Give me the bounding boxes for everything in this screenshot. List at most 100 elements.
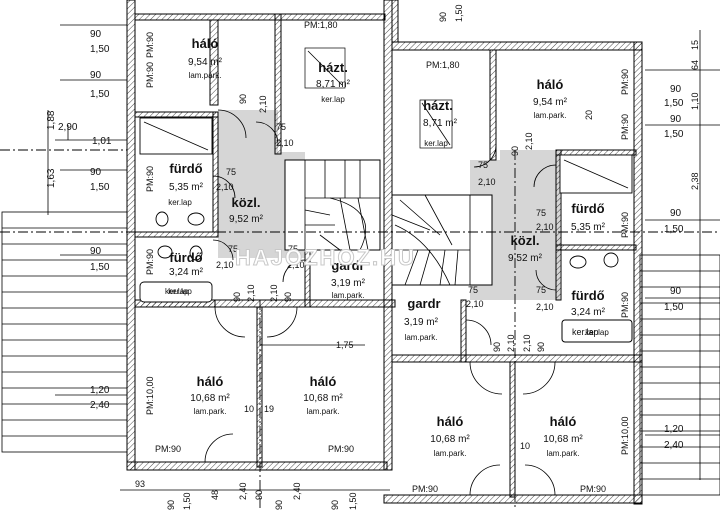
dim-text: 90	[670, 208, 682, 219]
dim-text: 2,10	[466, 299, 484, 309]
dim-text: 90	[510, 146, 520, 156]
room-area: 10,68 m²	[543, 434, 583, 445]
dim-text: 2,10	[536, 302, 554, 312]
room-halo-tr: háló 9,54 m² lam.park.	[533, 77, 568, 120]
dim-text: 2,90	[58, 122, 78, 133]
dim-text: 75	[468, 285, 478, 295]
dim-text: 48	[210, 490, 220, 500]
dim-text: 75	[276, 122, 286, 132]
dim-text: 2,10	[506, 334, 516, 352]
dim-text: 1,75	[336, 340, 354, 350]
dim-text: 75	[536, 208, 546, 218]
right-stair	[391, 194, 493, 286]
room-halo-r1: háló 10,68 m² lam.park.	[430, 414, 470, 458]
dim-text: 90	[670, 286, 682, 297]
room-kozl-r: közl. 9,52 m²	[508, 233, 543, 264]
dim-text: 1,50	[664, 224, 684, 235]
room-area: 9,52 m²	[508, 253, 543, 264]
room-floor: lam.park.	[194, 407, 227, 416]
room-floor: lam.park.	[307, 407, 340, 416]
room-furdo-r1: fürdő 5,35 m²	[571, 201, 606, 233]
room-name: házt.	[318, 60, 348, 75]
room-halo-l1: háló 10,68 m² lam.park.	[190, 374, 230, 416]
room-name: közl.	[511, 233, 540, 248]
dim-text: 90	[232, 292, 242, 302]
room-area: 3,24 m²	[571, 307, 606, 318]
pm-label: PM:10,00	[145, 376, 155, 415]
room-area: 9,54 m²	[188, 57, 223, 68]
pm-label: PM:90	[145, 62, 155, 88]
left-terrace	[1, 211, 128, 453]
dim-text: 90	[438, 12, 448, 22]
dim-text: 90	[90, 29, 102, 40]
dim-text: 2,10	[478, 177, 496, 187]
dim-text: 75	[478, 160, 488, 170]
pm-label: PM:90	[620, 212, 630, 238]
room-furdo-l1: fürdő 5,35 m² ker.lap	[168, 161, 203, 207]
dim-text: 90	[166, 500, 176, 510]
dim-text: 2,10	[287, 260, 305, 270]
dim-text: 2,38	[690, 172, 700, 190]
room-area: 8,71 m²	[423, 118, 458, 129]
dim-text: 1,50	[664, 98, 684, 109]
dim-text: 2,40	[90, 400, 110, 411]
dim-text: 1,10	[690, 92, 700, 110]
pm-label: PM:90	[145, 249, 155, 275]
dim-text: 19	[264, 404, 274, 414]
dim-text: 2,10	[246, 284, 256, 302]
dim-text: 10	[520, 441, 530, 451]
right-dimension-chain	[645, 30, 720, 480]
dim-text: 75	[228, 244, 238, 254]
dim-text: 90	[274, 500, 284, 510]
dim-text: 90	[90, 167, 102, 178]
dim-text: 2,10	[522, 334, 532, 352]
room-floor: lam.park.	[534, 111, 567, 120]
kerlap-box-text: ker.lap	[572, 327, 599, 337]
dim-text: 2,10	[258, 95, 268, 113]
room-area: 5,35 m²	[571, 222, 606, 233]
dim-text: 2,10	[524, 132, 534, 150]
dim-text: 90	[90, 70, 102, 81]
room-gardr-r: gardr 3,19 m² lam.park.	[404, 296, 441, 342]
room-area: 3,19 m²	[404, 317, 439, 328]
room-area: 9,52 m²	[229, 214, 264, 225]
room-halo-r2: háló 10,68 m² lam.park.	[543, 414, 583, 458]
pm-label: PM:90	[145, 166, 155, 192]
right-terrace	[639, 254, 720, 496]
room-name: gardr	[331, 258, 364, 273]
pm-label: PM:90	[145, 32, 155, 58]
room-name: házt.	[423, 98, 453, 113]
left-dimension-chain	[47, 24, 127, 396]
room-hazt-l: házt. 8,71 m² ker.lap	[316, 60, 351, 104]
dim-text: 1,50	[90, 44, 110, 55]
room-floor: lam.park.	[547, 449, 580, 458]
room-area: 9,54 m²	[533, 97, 568, 108]
dim-text: 1,50	[90, 89, 110, 100]
room-name: háló	[437, 414, 464, 429]
room-name: fürdő	[169, 250, 202, 265]
room-floor: ker.lap	[321, 95, 345, 104]
kerlap-bath-l: ker.lap	[165, 287, 189, 296]
room-floor: ker.lap	[168, 198, 192, 207]
parapet-labels: PM:1,80 PM:1,80 PM:90 PM:90 PM:90 PM:90 …	[145, 20, 630, 494]
dim-text: 2,40	[238, 482, 248, 500]
dim-text: 1,63	[46, 168, 57, 188]
room-furdo-r2: fürdő 3,24 m² ker.lap	[571, 288, 609, 337]
pm-label: PM:90	[328, 444, 354, 454]
room-floor: ker.lap	[585, 328, 609, 337]
dim-text: 75	[288, 244, 298, 254]
room-name: fürdő	[571, 288, 604, 303]
dim-text: 90	[670, 114, 682, 125]
left-stair	[284, 159, 381, 251]
watermark: HAJOZHOZ.HU	[235, 245, 416, 270]
room-name: háló	[192, 36, 219, 51]
room-floor: lam.park.	[189, 71, 222, 80]
dim-text: 1,50	[454, 4, 464, 22]
room-area: 10,68 m²	[303, 393, 343, 404]
room-name: fürdő	[169, 161, 202, 176]
pm-label: PM:10,00	[620, 416, 630, 455]
room-area: 10,68 m²	[190, 393, 230, 404]
room-name: gardr	[407, 296, 440, 311]
dim-text: 1,50	[664, 129, 684, 140]
